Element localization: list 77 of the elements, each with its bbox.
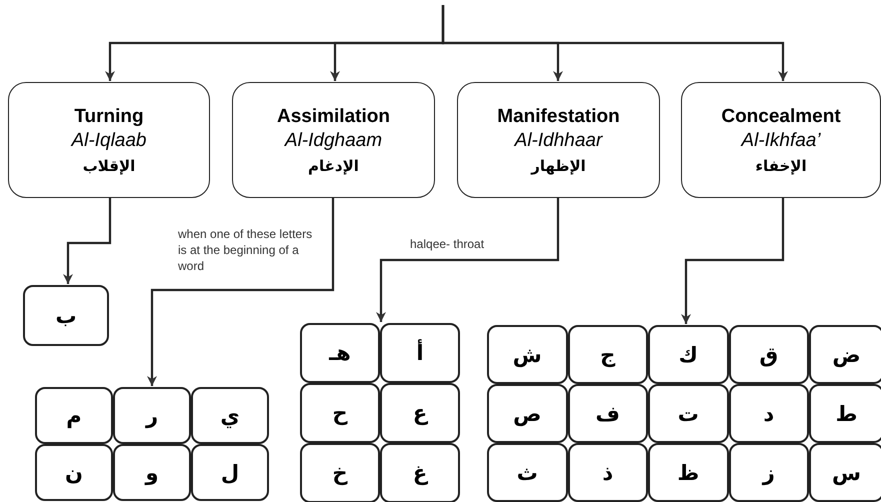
arabic-letter: ذ: [602, 460, 614, 484]
letter-cell: [568, 384, 648, 443]
arabic-letter: ح: [332, 401, 348, 425]
arabic-letter: أ: [416, 341, 424, 365]
arabic-letter: ظ: [677, 460, 700, 484]
arabic-letter: ج: [600, 342, 616, 366]
arrow: [147, 198, 334, 386]
arabic-letter: ب: [55, 304, 77, 328]
arabic-letter: ن: [65, 460, 83, 484]
arabic-letter: ف: [596, 402, 620, 426]
letter-cell: [113, 387, 191, 444]
transliteration-text: Al-Iqlaab: [72, 129, 146, 153]
arabic-letter: ش: [512, 342, 542, 366]
heading-text: Manifestation: [497, 105, 620, 129]
arabic-letter: س: [832, 460, 861, 484]
letter-cell: [380, 443, 460, 502]
arabic-text: الإظهار: [531, 156, 586, 177]
letter-cell: [809, 325, 881, 384]
arabic-letter: ع: [412, 401, 428, 425]
arabic-text: الإخفاء: [755, 156, 807, 177]
letter-cell: [23, 285, 109, 346]
arabic-letter: ص: [513, 402, 542, 426]
category-box: [232, 82, 435, 198]
letter-cell: [380, 383, 460, 443]
heading-text: Concealment: [721, 105, 841, 129]
arrow: [681, 198, 784, 324]
letter-cell: [568, 443, 648, 502]
category-box: [8, 82, 210, 198]
letter-cell: [648, 384, 728, 443]
letter-cell: [809, 384, 881, 443]
letter-cell: [728, 443, 809, 502]
arabic-letter: و: [145, 460, 159, 484]
letter-cell: [300, 443, 380, 502]
letter-cell: [35, 444, 113, 501]
arabic-letter: ي: [220, 404, 240, 428]
heading-text: Assimilation: [277, 105, 390, 129]
transliteration-text: Al-Idghaam: [284, 129, 382, 153]
arabic-letter: ر: [146, 404, 158, 428]
arabic-letter: ل: [220, 460, 240, 484]
letter-cell: [380, 323, 460, 383]
arrow: [376, 198, 560, 322]
arabic-letter: ز: [762, 460, 775, 484]
letter-cell: [809, 443, 881, 502]
category-box: [681, 82, 881, 198]
transliteration-text: Al-Idhhaar: [514, 129, 602, 153]
arrow: [442, 5, 788, 81]
arabic-letter: هـ: [329, 341, 351, 365]
arabic-letter: ث: [516, 460, 538, 484]
arabic-letter: د: [763, 402, 774, 426]
letter-cell: [191, 387, 269, 444]
arabic-letter: خ: [332, 461, 348, 485]
arabic-letter: غ: [412, 461, 428, 485]
arabic-text: الإدغام: [308, 156, 359, 177]
arabic-letter: ط: [836, 402, 858, 426]
letter-cell: [648, 443, 728, 502]
arabic-letter: م: [66, 404, 82, 428]
letter-cell: [728, 384, 809, 443]
letter-cell: [487, 443, 568, 502]
arabic-letter: ك: [678, 342, 698, 366]
letter-cell: [728, 325, 809, 384]
arabic-text: الإقلاب: [82, 156, 136, 177]
arabic-letter: ق: [759, 342, 778, 366]
heading-text: Turning: [74, 105, 144, 129]
letter-cell: [191, 444, 269, 501]
letter-cell: [568, 325, 648, 384]
arabic-letter: ت: [678, 402, 699, 426]
letter-cell: [648, 325, 728, 384]
arrow: [63, 198, 112, 284]
arabic-letter: ض: [832, 342, 861, 366]
letter-cell: [487, 325, 568, 384]
letter-cell: [300, 323, 380, 383]
letter-cell: [35, 387, 113, 444]
letter-cell: [113, 444, 191, 501]
letter-cell: [300, 383, 380, 443]
letter-cell: [487, 384, 568, 443]
category-box: [457, 82, 660, 198]
transliteration-text: Al-Ikhfaa’: [741, 129, 821, 153]
